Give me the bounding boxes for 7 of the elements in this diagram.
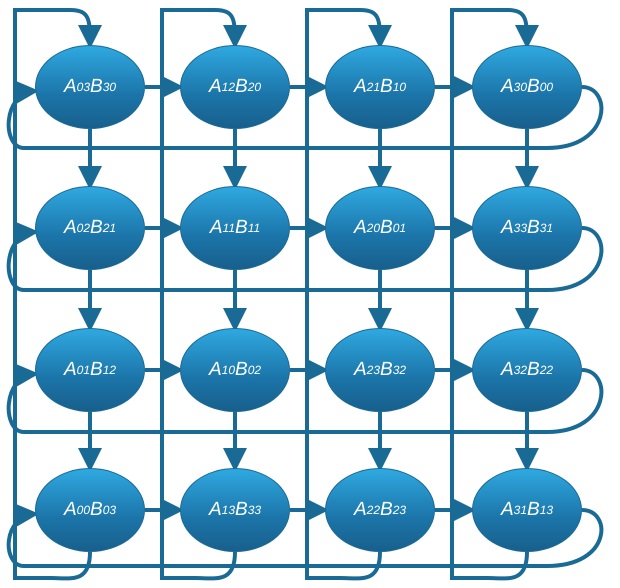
- arrow: [6, 83, 603, 150]
- arrow: [160, 8, 247, 580]
- arrow: [305, 8, 392, 580]
- arrow: [13, 8, 102, 580]
- arrow: [6, 366, 603, 434]
- arrow: [450, 8, 539, 580]
- arrow: [6, 224, 603, 292]
